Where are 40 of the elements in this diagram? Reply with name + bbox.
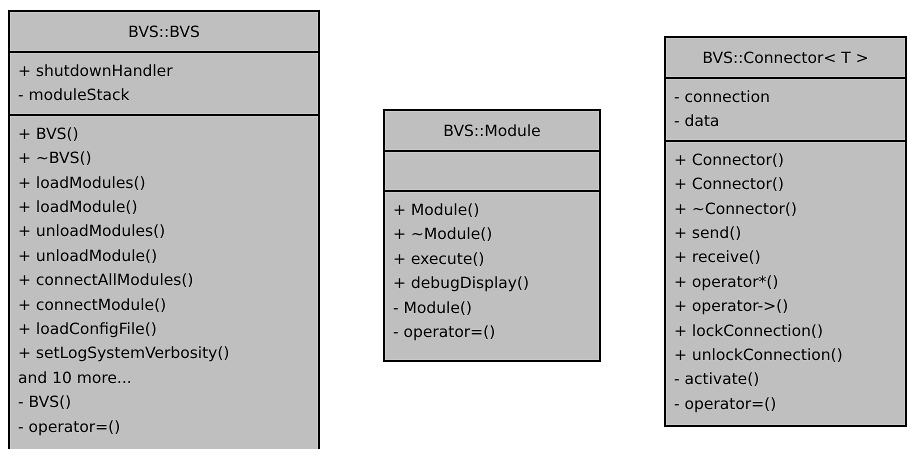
member-text: + lockConnection() xyxy=(674,320,823,342)
member-text: + ~Module() xyxy=(393,224,492,246)
member-text: + unloadModules() xyxy=(18,221,166,242)
class-name: BVS::Module xyxy=(442,121,542,142)
member-text: - BVS() xyxy=(18,392,72,414)
member-text: + execute() xyxy=(393,248,484,270)
member-text: + setLogSystemVerbosity() xyxy=(18,343,230,364)
member-text: - connection xyxy=(674,87,770,108)
member-text: + debugDisplay() xyxy=(393,273,530,294)
member-text: + unlockConnection() xyxy=(674,345,843,366)
member-text: - operator=() xyxy=(393,322,496,344)
member-text: + Connector() xyxy=(674,174,784,196)
member-text: + Module() xyxy=(393,200,480,221)
member-text: + BVS() xyxy=(18,124,79,145)
member-text: - moduleStack xyxy=(18,85,130,106)
member-text: + Connector() xyxy=(674,150,784,171)
member-text: + unloadModule() xyxy=(18,246,158,267)
member-text: + send() xyxy=(674,223,742,244)
member-text: + connectModule() xyxy=(18,294,166,316)
member-text: + connectAllModules() xyxy=(18,270,194,292)
member-text: - data xyxy=(674,111,720,132)
member-text: + ~BVS() xyxy=(18,148,92,170)
member-text: - operator=() xyxy=(674,394,776,415)
class-box xyxy=(8,10,320,449)
member-text: + shutdownHandler xyxy=(18,61,173,82)
member-text: - Module() xyxy=(393,298,472,319)
member-text: + loadModules() xyxy=(18,172,146,194)
member-text: - operator=() xyxy=(18,416,120,438)
member-text: + loadModule() xyxy=(18,197,138,218)
member-text: + ~Connector() xyxy=(674,198,797,220)
member-text: and 10 more... xyxy=(18,368,132,389)
class-box xyxy=(664,36,907,427)
class-box xyxy=(383,109,601,362)
member-text: + receive() xyxy=(674,247,761,268)
class-name: BVS::BVS xyxy=(127,22,201,43)
member-text: + operator*() xyxy=(674,272,778,293)
class-name: BVS::Connector< T > xyxy=(701,48,870,69)
member-text: + operator->() xyxy=(674,296,788,318)
member-text: - activate() xyxy=(674,369,760,390)
member-text: + loadConfigFile() xyxy=(18,319,157,340)
